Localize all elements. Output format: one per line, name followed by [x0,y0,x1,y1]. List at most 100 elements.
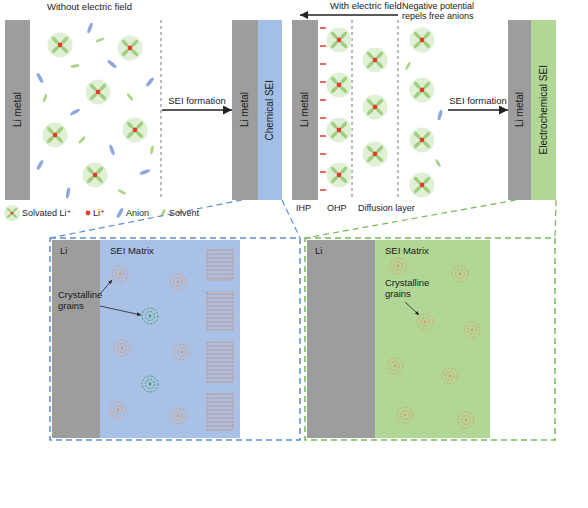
crystal-grain [170,408,186,424]
anion-symbol [108,144,115,156]
electrolyte-panel: With electric field Li metal [290,0,448,200]
legend-sample [2,203,22,223]
solvent-symbol [150,145,154,154]
solvent-symbol [78,136,86,144]
crystal-grain [142,308,158,324]
crystal-grain [417,314,433,330]
node-label: Li [60,246,67,257]
solvated-ion [323,24,354,55]
solvated-ion [79,159,110,190]
annotation-label: Diffusion layer [358,203,415,213]
node-label: Chemical SEI [264,80,276,141]
crystal-grain [387,358,403,374]
solvated-ion [406,24,437,55]
anion-symbol [86,22,93,34]
solvated-ion [323,159,354,190]
solvated-ion [406,74,437,105]
solvated-ion [39,119,70,150]
crystal-grain [442,368,458,384]
solvated-ion [82,76,113,107]
lattice-region [207,342,233,382]
charge-mark [320,171,326,173]
zoom-leader [555,200,556,238]
solvated-ion [359,138,390,169]
crystal-grain [397,407,413,423]
solvated-ion [323,114,354,145]
charge-mark [320,45,326,47]
anion-symbol [36,72,45,83]
metal-layer: Li metal [5,20,30,200]
crystal-grain [142,376,158,392]
electrolyte-panel: Without electric field Li metal [5,0,162,200]
anion-symbol [65,187,70,198]
zoom-leader [50,200,242,238]
solvent-symbol [435,158,442,167]
node-label: Li metal [299,92,311,127]
annotation-label: OHP [327,203,347,213]
node-label: Li metal [239,92,251,127]
li-region: Li [307,240,375,438]
charge-mark [320,27,326,29]
anion-symbol [139,168,151,175]
node-label: With electric field [330,1,402,12]
leader-arrow [100,306,141,315]
charge-mark [320,135,326,137]
lattice-region [207,292,233,330]
node-label: Li [315,246,322,257]
legend-label: Li⁺ [93,208,105,218]
node-label: Electrochemical SEI [538,65,550,154]
legend-sample [86,211,91,216]
lattice-region [207,250,233,280]
leader-arrow [100,280,112,294]
charge-mark [320,189,326,191]
anion-symbol [437,109,443,121]
sei-matrix: SEI MatrixCrystalline grains [100,240,240,438]
anion-symbol [145,77,155,88]
solvent-symbol [117,189,126,196]
process-arrow [448,109,508,111]
anion-symbol [36,159,45,170]
metal-layer: Li metal [292,20,318,200]
crystal-grain [174,344,190,360]
solvated-ion [114,32,145,63]
charge-mark [320,99,326,101]
process-arrow [162,109,232,111]
solvated-ion [359,91,390,122]
anion-symbol [107,59,118,69]
charge-mark [320,81,326,83]
solvent-symbol [405,61,412,70]
charge-mark [320,117,326,119]
crystal-grain [110,402,126,418]
solvent-symbol [126,93,134,102]
boundary-line [398,20,399,200]
crystal-grain [458,412,474,428]
node-label: Without electric field [47,2,132,13]
node-label: Li metal [514,92,526,127]
charge-mark [320,63,326,65]
li-region: Li [52,240,100,438]
legend-label: Solvated Li⁺ [22,208,71,218]
zoom-leader [282,200,300,238]
legend-sample [116,207,125,218]
lattice-region [207,394,233,430]
crystal-grain [170,274,186,290]
node-label: Crystalline grains [385,278,447,300]
metal-layer: Li metal [232,20,258,200]
zoom-leader [305,200,516,238]
boundary-line [161,20,162,200]
solvated-ion [359,44,390,75]
zoom-frame [50,238,300,440]
solvent-symbol [42,93,48,102]
crystal-grain [114,340,130,356]
node-label: SEI Matrix [110,246,154,257]
crystal-grain [452,266,468,282]
legend-label: Anion [126,208,149,218]
solvated-ion [119,114,150,145]
crystal-grain [464,322,480,338]
node-label: Crystalline grains [58,290,116,312]
annotation-label: IHP [296,203,311,213]
field-arrow [300,14,398,16]
solvated-ion [406,169,437,200]
crystal-grain [390,258,406,274]
